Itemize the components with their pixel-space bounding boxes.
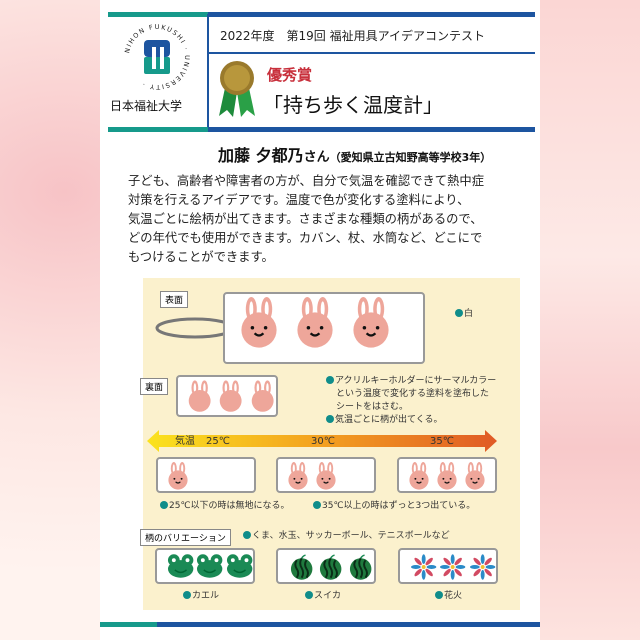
rabbit-icon [251, 380, 274, 412]
rule-blue [208, 127, 535, 132]
variation-label: 柄のバリエーション [140, 529, 231, 546]
frog-icon [226, 554, 253, 578]
firework-icon [440, 554, 466, 580]
background-right [530, 0, 640, 640]
temperature-arrow [147, 430, 497, 452]
description-line: もつけることができます。 [128, 250, 274, 264]
front-keyholder [223, 292, 425, 364]
variation-fireworks: 花火 [435, 590, 462, 603]
frog-icon [167, 554, 194, 578]
description-line: 対策を行えるアイデアです。温度で色が変化する塗料により、 [128, 193, 470, 207]
frog-keyholder [155, 548, 255, 584]
material-notes: アクリルキーホルダーにサーマルカラー という温度で変化する塗料を塗布した シート… [326, 375, 496, 427]
rabbit-icon [168, 462, 188, 490]
keyring-icon [155, 317, 233, 339]
header-divider [208, 52, 535, 54]
description-line: 気温ごとに絵柄が出てきます。さまざまな種類の柄があるので、 [128, 212, 483, 226]
rabbit-icon [188, 380, 211, 412]
watermelon-icon [320, 554, 342, 580]
watermelon-keyholder [276, 548, 376, 584]
rabbit-icon [465, 462, 485, 490]
watermelon-icon [349, 554, 372, 580]
variation-frog: カエル [183, 590, 219, 603]
temp-30: 30℃ [311, 436, 335, 447]
rule-teal [108, 127, 208, 132]
firework-icon [469, 554, 496, 580]
author-school: （愛知県立古知野高等学校3年） [329, 151, 492, 164]
idea-title: 「持ち歩く温度計」 [263, 93, 443, 117]
medal-icon [219, 61, 255, 117]
university-logo: NIHON FUKUSHI · UNIVERSITY · [123, 23, 189, 91]
rabbit-icon [288, 462, 308, 490]
cond-high: 35℃以上の時はずっと3つ出ている。 [313, 500, 475, 513]
keyholder-35c [397, 457, 497, 493]
university-name: 日本福祉大学 [110, 99, 183, 113]
cond-low: 25℃以下の時は無地になる。 [160, 500, 290, 513]
keyholder-30c [276, 457, 376, 493]
front-note: 白 [455, 308, 473, 321]
diagram-panel: 表面 白 裏面 アクリルキーホルダーにサーマルカラー という温度で変化する塗料を… [140, 278, 520, 610]
temp-25: 25℃ [206, 436, 230, 447]
award-name: 優秀賞 [267, 66, 313, 84]
front-label: 表面 [160, 291, 189, 308]
top-rule-teal [108, 12, 208, 17]
author-suffix: さん [303, 150, 330, 165]
description: 子ども、高齢者や障害者の方が、自分で気温を確認できて熱中症 対策を行えるアイデア… [128, 172, 484, 267]
fireworks-keyholder [398, 548, 498, 584]
author-name: 加藤 夕都乃 [218, 146, 304, 165]
watermelon-icon [290, 554, 313, 580]
rabbit-icon [437, 462, 457, 490]
description-line: どの年代でも使用ができます。カバン、杖、水筒など、どこにで [128, 231, 483, 245]
rabbit-icon [220, 380, 242, 412]
firework-icon [410, 554, 437, 580]
back-keyholder [176, 375, 278, 417]
rabbit-icon [297, 297, 333, 348]
contest-page: NIHON FUKUSHI · UNIVERSITY · 日本福祉大学 2022… [100, 0, 540, 640]
keyholder-25c [156, 457, 256, 493]
rabbit-icon [241, 297, 277, 348]
variation-note: くま、水玉、サッカーボール、テニスボールなど [243, 530, 450, 543]
rabbit-icon [353, 297, 389, 348]
top-rule-blue [208, 12, 535, 17]
author-line: 加藤 夕都乃さん（愛知県立古知野高等学校3年） [218, 142, 491, 166]
temp-label: 気温 [175, 436, 195, 447]
variation-watermelon: スイカ [305, 590, 341, 603]
vertical-rule [207, 14, 209, 130]
contest-title: 2022年度 第19回 福祉用具アイデアコンテスト [220, 29, 486, 43]
bottom-rule-blue [157, 622, 540, 627]
description-line: 子ども、高齢者や障害者の方が、自分で気温を確認できて熱中症 [128, 174, 484, 188]
rabbit-icon [409, 462, 429, 490]
bottom-rule-teal [100, 622, 157, 627]
back-label: 裏面 [140, 378, 169, 395]
temp-35: 35℃ [430, 436, 454, 447]
rabbit-icon [316, 462, 336, 490]
frog-icon [197, 554, 223, 578]
